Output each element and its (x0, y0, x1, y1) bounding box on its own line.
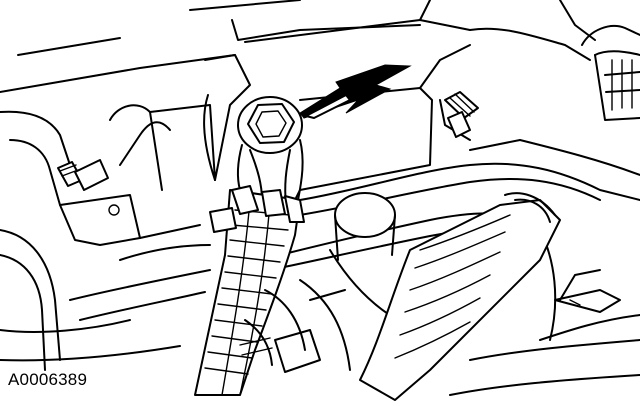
upper-panel-lines (0, 0, 596, 93)
lower-middle-parts (239, 279, 351, 373)
pointer-arrow (299, 64, 412, 119)
large-hose (359, 192, 561, 401)
lower-left-cables (0, 229, 211, 371)
strap-terminals (209, 185, 305, 233)
center-panel (203, 44, 471, 211)
canister (334, 192, 396, 261)
ground-bolt-assembly (236, 96, 304, 206)
figure-id-label: A0006389 (8, 370, 88, 389)
left-stud (57, 159, 109, 191)
left-bracket (0, 104, 216, 246)
right-stud (444, 91, 479, 138)
lower-right-parts (449, 269, 640, 396)
right-component (469, 25, 640, 176)
braided-ground-strap (194, 189, 301, 396)
